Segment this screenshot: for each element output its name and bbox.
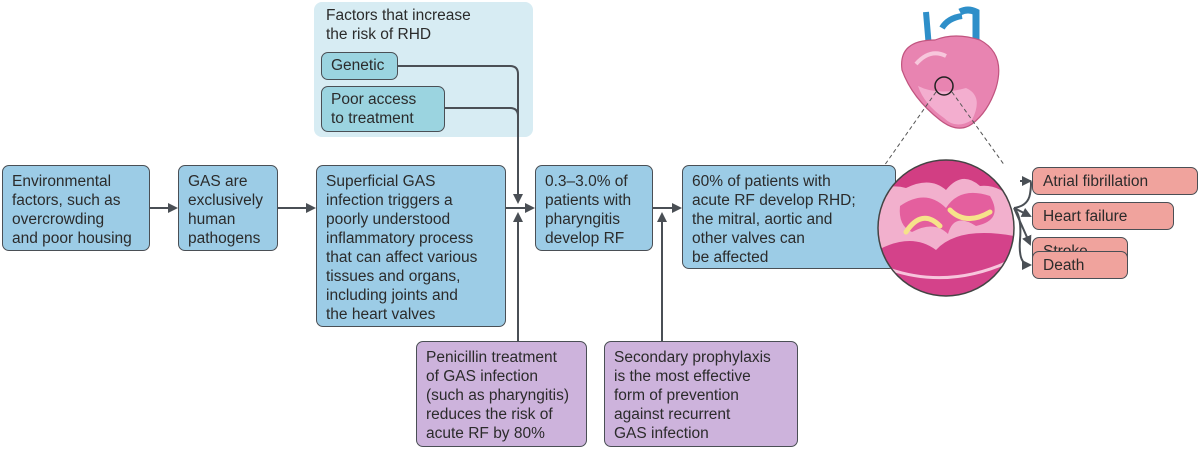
secondary-prophylaxis-box: Secondary prophylaxis is the most effect… <box>604 341 798 447</box>
heart-illustration <box>901 6 1000 129</box>
arrow-stroke <box>1013 207 1032 246</box>
outcome-atrial-fibrillation: Atrial fibrillation <box>1032 167 1198 195</box>
penicillin-treatment-box: Penicillin treatment of GAS infection (s… <box>416 341 587 447</box>
pharyngitis-rf-box: 0.3–3.0% of patients with pharyngitis de… <box>535 165 653 251</box>
magnifier-guide-right <box>951 91 1006 167</box>
heart-valve-focus-ring <box>934 76 954 96</box>
rhd-box: 60% of patients with acute RF develop RH… <box>682 165 896 269</box>
genetic-factor-box: Genetic <box>321 52 398 80</box>
magnified-valve-illustration <box>877 159 1015 297</box>
superficial-gas-infection-box: Superficial GAS infection triggers a poo… <box>316 165 506 327</box>
outcome-death: Death <box>1032 251 1128 279</box>
environmental-factors-box: Environmental factors, such as overcrowd… <box>2 165 150 251</box>
poor-access-factor-box: Poor access to treatment <box>321 86 445 132</box>
connector-poor-access <box>445 107 519 202</box>
arrow-heart-failure <box>1013 207 1032 217</box>
branch-death <box>1013 207 1032 270</box>
magnifier-guide-left <box>883 91 937 167</box>
outcome-heart-failure: Heart failure <box>1032 202 1174 230</box>
gas-human-pathogens-box: GAS are exclusively human pathogens <box>178 165 278 251</box>
branch-atrial-fibrillation <box>1013 180 1032 209</box>
connector-genetic <box>398 65 523 204</box>
risk-factors-title: Factors that increase the risk of RHD <box>326 7 471 43</box>
